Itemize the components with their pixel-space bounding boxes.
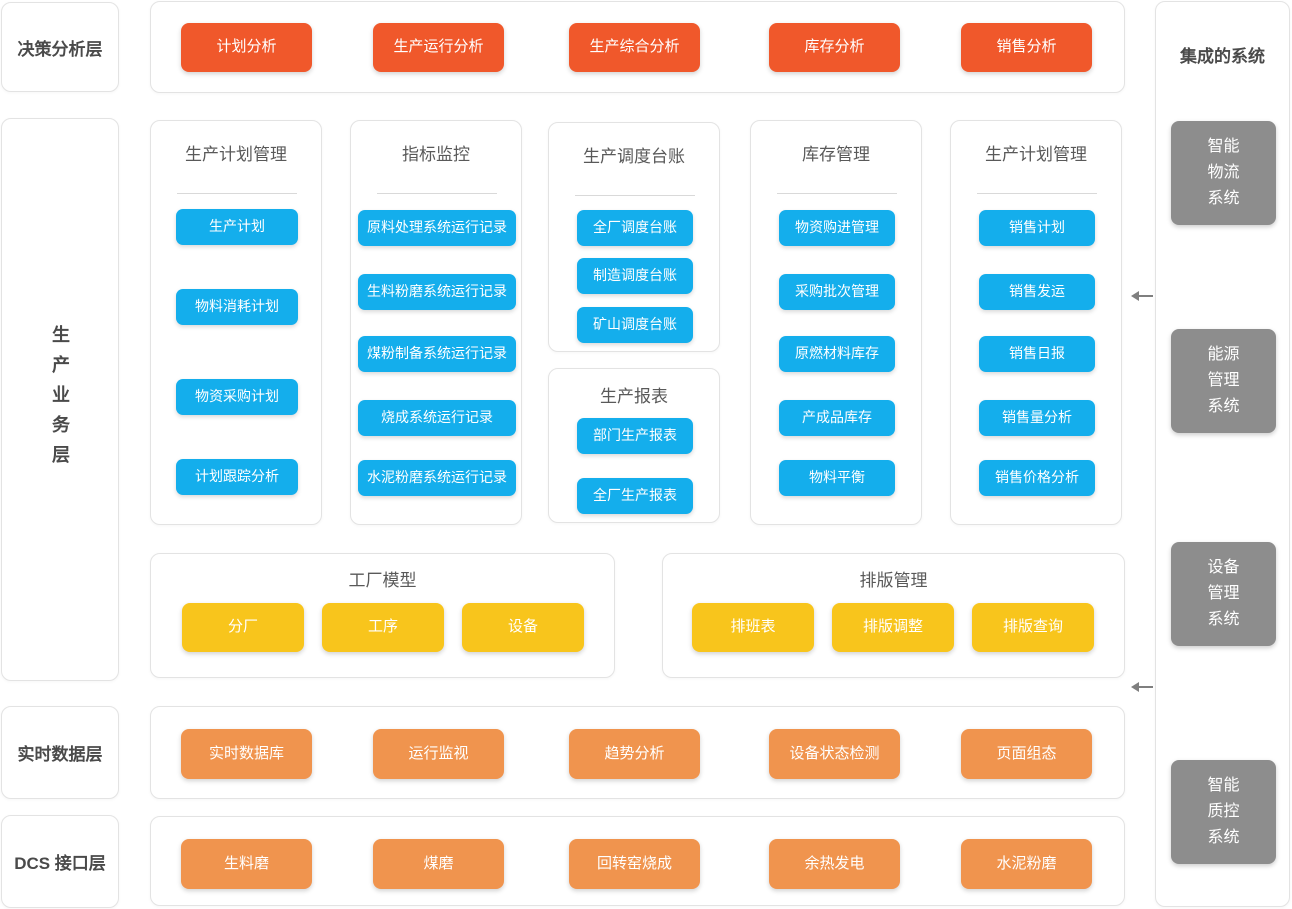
analysis-button-plan[interactable]: 计划分析: [181, 23, 312, 72]
layer-box-dcs: DCS 接口层: [1, 815, 119, 908]
module-button[interactable]: 原燃材料库存: [779, 336, 895, 372]
panel-sales-management: 生产计划管理 销售计划 销售发运 销售日报 销售量分析 销售价格分析: [950, 120, 1122, 525]
module-button[interactable]: 销售日报: [979, 336, 1095, 372]
arrow-left-icon: [1131, 291, 1153, 301]
title-divider: [177, 193, 297, 194]
panel-title: 排版管理: [859, 571, 928, 590]
module-button[interactable]: 烧成系统运行记录: [358, 400, 516, 436]
system-card-label: 能源管理系统: [1207, 346, 1240, 415]
model-button-subplant[interactable]: 分厂: [182, 603, 304, 652]
module-button[interactable]: 全厂生产报表: [577, 478, 693, 514]
module-button[interactable]: 制造调度台账: [577, 258, 693, 294]
realtime-button-page-config[interactable]: 页面组态: [961, 729, 1092, 779]
layer-box-decision: 决策分析层: [1, 2, 119, 92]
realtime-button-database[interactable]: 实时数据库: [181, 729, 312, 779]
integrated-systems-panel: 集成的系统 智能物流系统 能源管理系统 设备管理系统 智能质控系统: [1155, 1, 1290, 907]
title-divider: [575, 195, 695, 196]
realtime-button-monitor[interactable]: 运行监视: [373, 729, 504, 779]
module-button[interactable]: 物料消耗计划: [176, 289, 298, 325]
module-button[interactable]: 原料处理系统运行记录: [358, 210, 516, 246]
system-card-label: 智能物流系统: [1207, 138, 1240, 207]
module-button[interactable]: 生产计划: [176, 209, 298, 245]
panel-production-reports: 生产报表 部门生产报表 全厂生产报表: [548, 368, 720, 523]
layer-label-decision: 决策分析层: [17, 39, 103, 59]
system-card-equipment-management[interactable]: 设备管理系统: [1171, 542, 1276, 646]
model-button-process[interactable]: 工序: [322, 603, 444, 652]
module-button[interactable]: 物资购进管理: [779, 210, 895, 246]
model-button-equipment[interactable]: 设备: [462, 603, 584, 652]
panel-title: 生产计划管理: [185, 145, 287, 164]
system-card-label: 智能质控系统: [1207, 777, 1240, 846]
realtime-data-panel: 实时数据库 运行监视 趋势分析 设备状态检测 页面组态: [150, 706, 1125, 799]
module-button[interactable]: 采购批次管理: [779, 274, 895, 310]
panel-layout-management: 排版管理 排班表 排版调整 排版查询: [662, 553, 1125, 678]
panel-production-plan: 生产计划管理 生产计划 物料消耗计划 物资采购计划 计划跟踪分析: [150, 120, 322, 525]
dcs-interface-panel: 生料磨 煤磨 回转窑烧成 余热发电 水泥粉磨: [150, 816, 1125, 906]
integrated-systems-title: 集成的系统: [1180, 47, 1265, 66]
analysis-button-inventory[interactable]: 库存分析: [769, 23, 900, 72]
module-button[interactable]: 煤粉制备系统运行记录: [358, 336, 516, 372]
analysis-button-operation[interactable]: 生产运行分析: [373, 23, 504, 72]
model-button-layout-query[interactable]: 排版查询: [972, 603, 1094, 652]
dcs-button-waste-heat-power[interactable]: 余热发电: [769, 839, 900, 889]
dcs-button-raw-mill[interactable]: 生料磨: [181, 839, 312, 889]
module-button[interactable]: 物资采购计划: [176, 379, 298, 415]
layer-box-realtime: 实时数据层: [1, 706, 119, 799]
module-button[interactable]: 计划跟踪分析: [176, 459, 298, 495]
layer-box-business: 生产业务层: [1, 118, 119, 681]
panel-title: 工厂模型: [348, 571, 417, 590]
layer-label-realtime: 实时数据层: [17, 745, 103, 764]
system-card-smart-quality[interactable]: 智能质控系统: [1171, 760, 1276, 864]
title-divider: [777, 193, 897, 194]
panel-inventory-management: 库存管理 物资购进管理 采购批次管理 原燃材料库存 产成品库存 物料平衡: [750, 120, 922, 525]
panel-indicator-monitoring: 指标监控 原料处理系统运行记录 生料粉磨系统运行记录 煤粉制备系统运行记录 烧成…: [350, 120, 522, 525]
title-divider: [377, 193, 497, 194]
analysis-button-sales[interactable]: 销售分析: [961, 23, 1092, 72]
decision-analysis-panel: 计划分析 生产运行分析 生产综合分析 库存分析 销售分析: [150, 1, 1125, 93]
panel-dispatch-ledger: 生产调度台账 全厂调度台账 制造调度台账 矿山调度台账: [548, 122, 720, 352]
module-button[interactable]: 水泥粉磨系统运行记录: [358, 460, 516, 496]
module-button[interactable]: 全厂调度台账: [577, 210, 693, 246]
model-button-shift-table[interactable]: 排班表: [692, 603, 814, 652]
layer-label-business: 生产业务层: [50, 324, 70, 475]
layer-label-dcs: DCS 接口层: [14, 854, 106, 873]
module-button[interactable]: 部门生产报表: [577, 418, 693, 454]
module-button[interactable]: 生料粉磨系统运行记录: [358, 274, 516, 310]
analysis-button-comprehensive[interactable]: 生产综合分析: [569, 23, 700, 72]
panel-title: 生产报表: [600, 387, 668, 406]
dcs-button-cement-mill[interactable]: 水泥粉磨: [961, 839, 1092, 889]
panel-title: 生产调度台账: [583, 147, 685, 166]
system-card-energy-management[interactable]: 能源管理系统: [1171, 329, 1276, 433]
realtime-button-device-status[interactable]: 设备状态检测: [769, 729, 900, 779]
realtime-button-trend[interactable]: 趋势分析: [569, 729, 700, 779]
system-card-label: 设备管理系统: [1207, 559, 1240, 628]
dcs-button-coal-mill[interactable]: 煤磨: [373, 839, 504, 889]
module-button[interactable]: 销售价格分析: [979, 460, 1095, 496]
system-card-smart-logistics[interactable]: 智能物流系统: [1171, 121, 1276, 225]
arrow-left-icon: [1131, 682, 1153, 692]
panel-title: 库存管理: [802, 145, 870, 164]
module-button[interactable]: 销售计划: [979, 210, 1095, 246]
module-button[interactable]: 矿山调度台账: [577, 307, 693, 343]
panel-title: 生产计划管理: [985, 145, 1087, 164]
module-button[interactable]: 销售发运: [979, 274, 1095, 310]
module-button[interactable]: 产成品库存: [779, 400, 895, 436]
module-button[interactable]: 销售量分析: [979, 400, 1095, 436]
panel-factory-model: 工厂模型 分厂 工序 设备: [150, 553, 615, 678]
panel-title: 指标监控: [402, 145, 470, 164]
module-button[interactable]: 物料平衡: [779, 460, 895, 496]
dcs-button-rotary-kiln[interactable]: 回转窑烧成: [569, 839, 700, 889]
title-divider: [977, 193, 1097, 194]
model-button-layout-adjust[interactable]: 排版调整: [832, 603, 954, 652]
